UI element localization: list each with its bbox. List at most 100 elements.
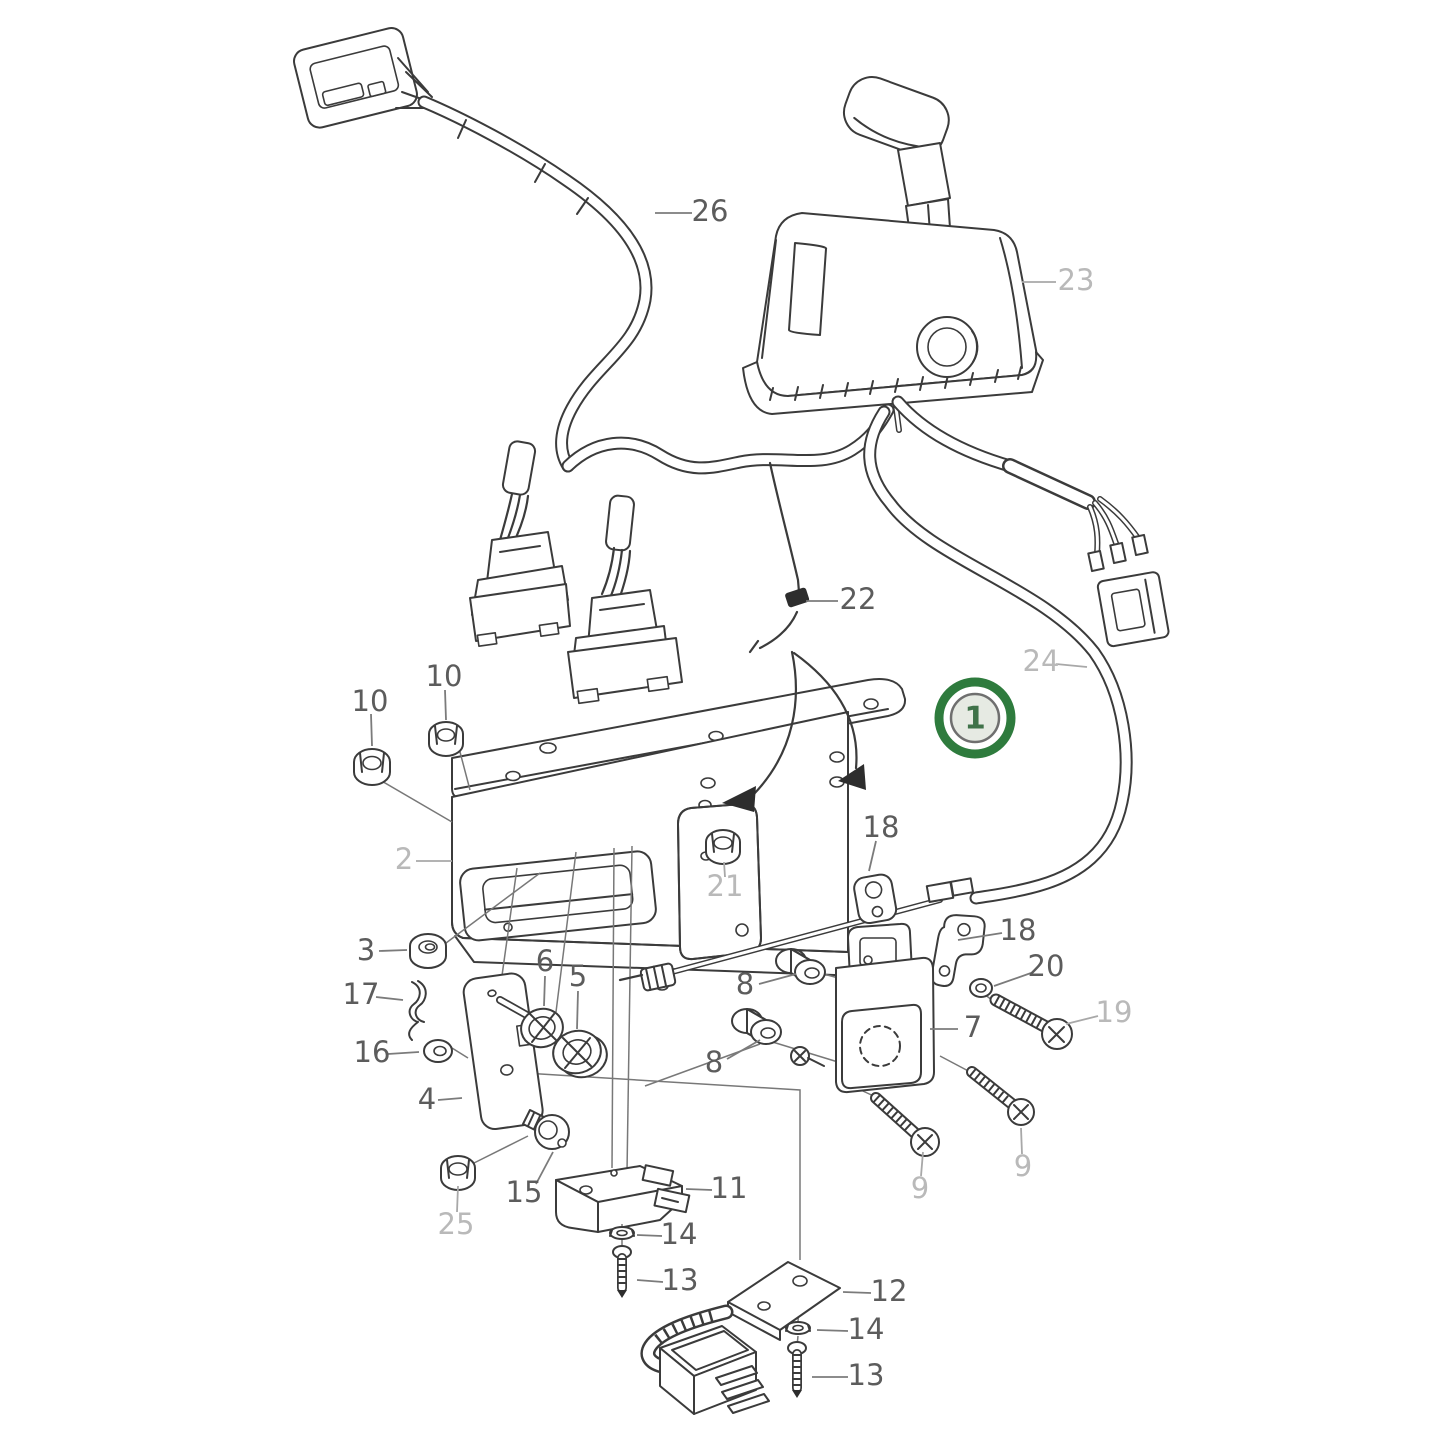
callout-leader-9 — [1020, 1127, 1023, 1155]
lens-ring-6 — [520, 1007, 564, 1049]
routing-arrow-left — [722, 786, 756, 812]
callout-leader-8 — [758, 973, 797, 985]
callout-leader-20 — [993, 972, 1032, 987]
harness-cable-24 — [863, 405, 1133, 905]
part-callout-4: 4 — [418, 1082, 436, 1116]
relay-module-assembly — [731, 922, 1035, 1157]
highlighted-part-badge[interactable]: 1 — [934, 677, 1016, 759]
callout-leader-5 — [576, 990, 579, 1030]
washer-14-upper — [609, 1226, 635, 1240]
three-wire-connector-block — [1096, 571, 1170, 648]
microswitch-assembly — [555, 1164, 691, 1298]
part-callout-10: 10 — [426, 659, 463, 693]
part-callout-13: 13 — [662, 1263, 699, 1297]
part-callout-13: 13 — [848, 1358, 885, 1392]
wire-clip-17 — [408, 980, 427, 1041]
part-callout-8: 8 — [736, 967, 754, 1001]
callout-leader-15 — [535, 1151, 554, 1185]
washer-16 — [423, 1039, 453, 1063]
harness-branch-plug-b — [567, 494, 683, 705]
lens-ring-5 — [552, 1029, 608, 1079]
callout-leader-18 — [868, 840, 877, 872]
part-callout-19: 19 — [1096, 995, 1133, 1029]
cable-clamp-mounted — [853, 873, 898, 925]
part-callout-10: 10 — [352, 684, 389, 718]
switch-plate-12 — [727, 1261, 841, 1331]
badge-number: 1 — [964, 701, 986, 737]
callout-leader-3 — [378, 949, 408, 952]
flange-nuts — [353, 721, 741, 865]
nut-21 — [705, 829, 741, 865]
callout-leader-10 — [444, 689, 447, 721]
callout-leader-9 — [920, 1151, 924, 1177]
callout-leader-21 — [723, 861, 726, 878]
callout-leader-25 — [456, 1185, 459, 1213]
callout-leader-10 — [370, 713, 373, 747]
panel-fastener-stack — [408, 933, 608, 1191]
rubber-bushing-lower — [731, 1008, 782, 1045]
harness-main-connector — [293, 27, 433, 129]
screw-19 — [989, 993, 1073, 1050]
callout-leader-6 — [543, 975, 546, 1007]
harness-cable-26 — [417, 95, 653, 473]
part-callout-18: 18 — [863, 810, 900, 844]
part-callout-2: 2 — [395, 842, 413, 876]
callout-leader-19 — [1065, 1015, 1099, 1025]
part-callout-15: 15 — [506, 1175, 543, 1209]
screw-13-lower — [787, 1341, 807, 1398]
callout-leader-14 — [636, 1234, 663, 1237]
part-callout-26: 26 — [692, 194, 729, 228]
part-callout-16: 16 — [354, 1035, 391, 1069]
switch-cable — [640, 1304, 734, 1374]
flanged-nut-3 — [409, 933, 447, 969]
callout-leader-13 — [636, 1279, 664, 1283]
callout-leader-24 — [1055, 663, 1088, 668]
control-head-housing — [756, 212, 1038, 398]
relay-module — [790, 922, 935, 1094]
callout-leader-8 — [726, 1039, 761, 1060]
nut-25 — [440, 1155, 476, 1191]
callout-leader-14 — [816, 1329, 849, 1332]
part-callout-24: 24 — [1023, 644, 1060, 678]
part-callout-14: 14 — [848, 1312, 885, 1346]
callout-leader-17 — [375, 996, 404, 1001]
remote-control-head — [742, 76, 1044, 433]
nut-10-right — [428, 721, 464, 757]
screw-13-upper — [612, 1245, 632, 1298]
bulb-holder-15 — [522, 1109, 570, 1150]
cable-tie-and-routing-wire — [722, 461, 866, 812]
part-callout-21: 21 — [707, 869, 744, 903]
screw-9-left — [870, 1092, 940, 1157]
part-callout-23: 23 — [1058, 263, 1095, 297]
mounting-bracket — [451, 678, 907, 991]
cable-clamp-loose — [930, 914, 986, 987]
part-callout-6: 6 — [536, 944, 554, 978]
harness-middle-run — [561, 403, 895, 475]
routing-arrow-right — [838, 764, 866, 790]
washer-14-lower — [785, 1321, 811, 1335]
harness-branch-plug-a — [469, 440, 571, 647]
callout-leader-4 — [437, 1097, 463, 1101]
part-callout-17: 17 — [343, 977, 380, 1011]
part-callout-9: 9 — [911, 1171, 929, 1205]
part-callout-12: 12 — [871, 1274, 908, 1308]
part-callout-25: 25 — [438, 1207, 475, 1241]
harness-3wire-branch — [891, 395, 1170, 648]
callout-leader-18 — [957, 932, 1003, 941]
part-callout-8: 8 — [705, 1045, 723, 1079]
rubber-bushing-upper — [775, 948, 826, 985]
switch-plate-assembly — [640, 1261, 841, 1415]
callout-leader-11 — [685, 1188, 713, 1191]
part-callout-20: 20 — [1028, 949, 1065, 983]
callout-leader-12 — [842, 1291, 872, 1294]
part-callout-3: 3 — [357, 933, 375, 967]
shift-cable-assembly — [618, 873, 1073, 1050]
part-callout-18: 18 — [1000, 913, 1037, 947]
flat-pin-connector — [659, 1325, 770, 1415]
part-callout-22: 22 — [840, 582, 877, 616]
cable-tie — [785, 587, 810, 608]
screw-9-right — [966, 1066, 1035, 1126]
part-callout-9: 9 — [1014, 1149, 1032, 1183]
